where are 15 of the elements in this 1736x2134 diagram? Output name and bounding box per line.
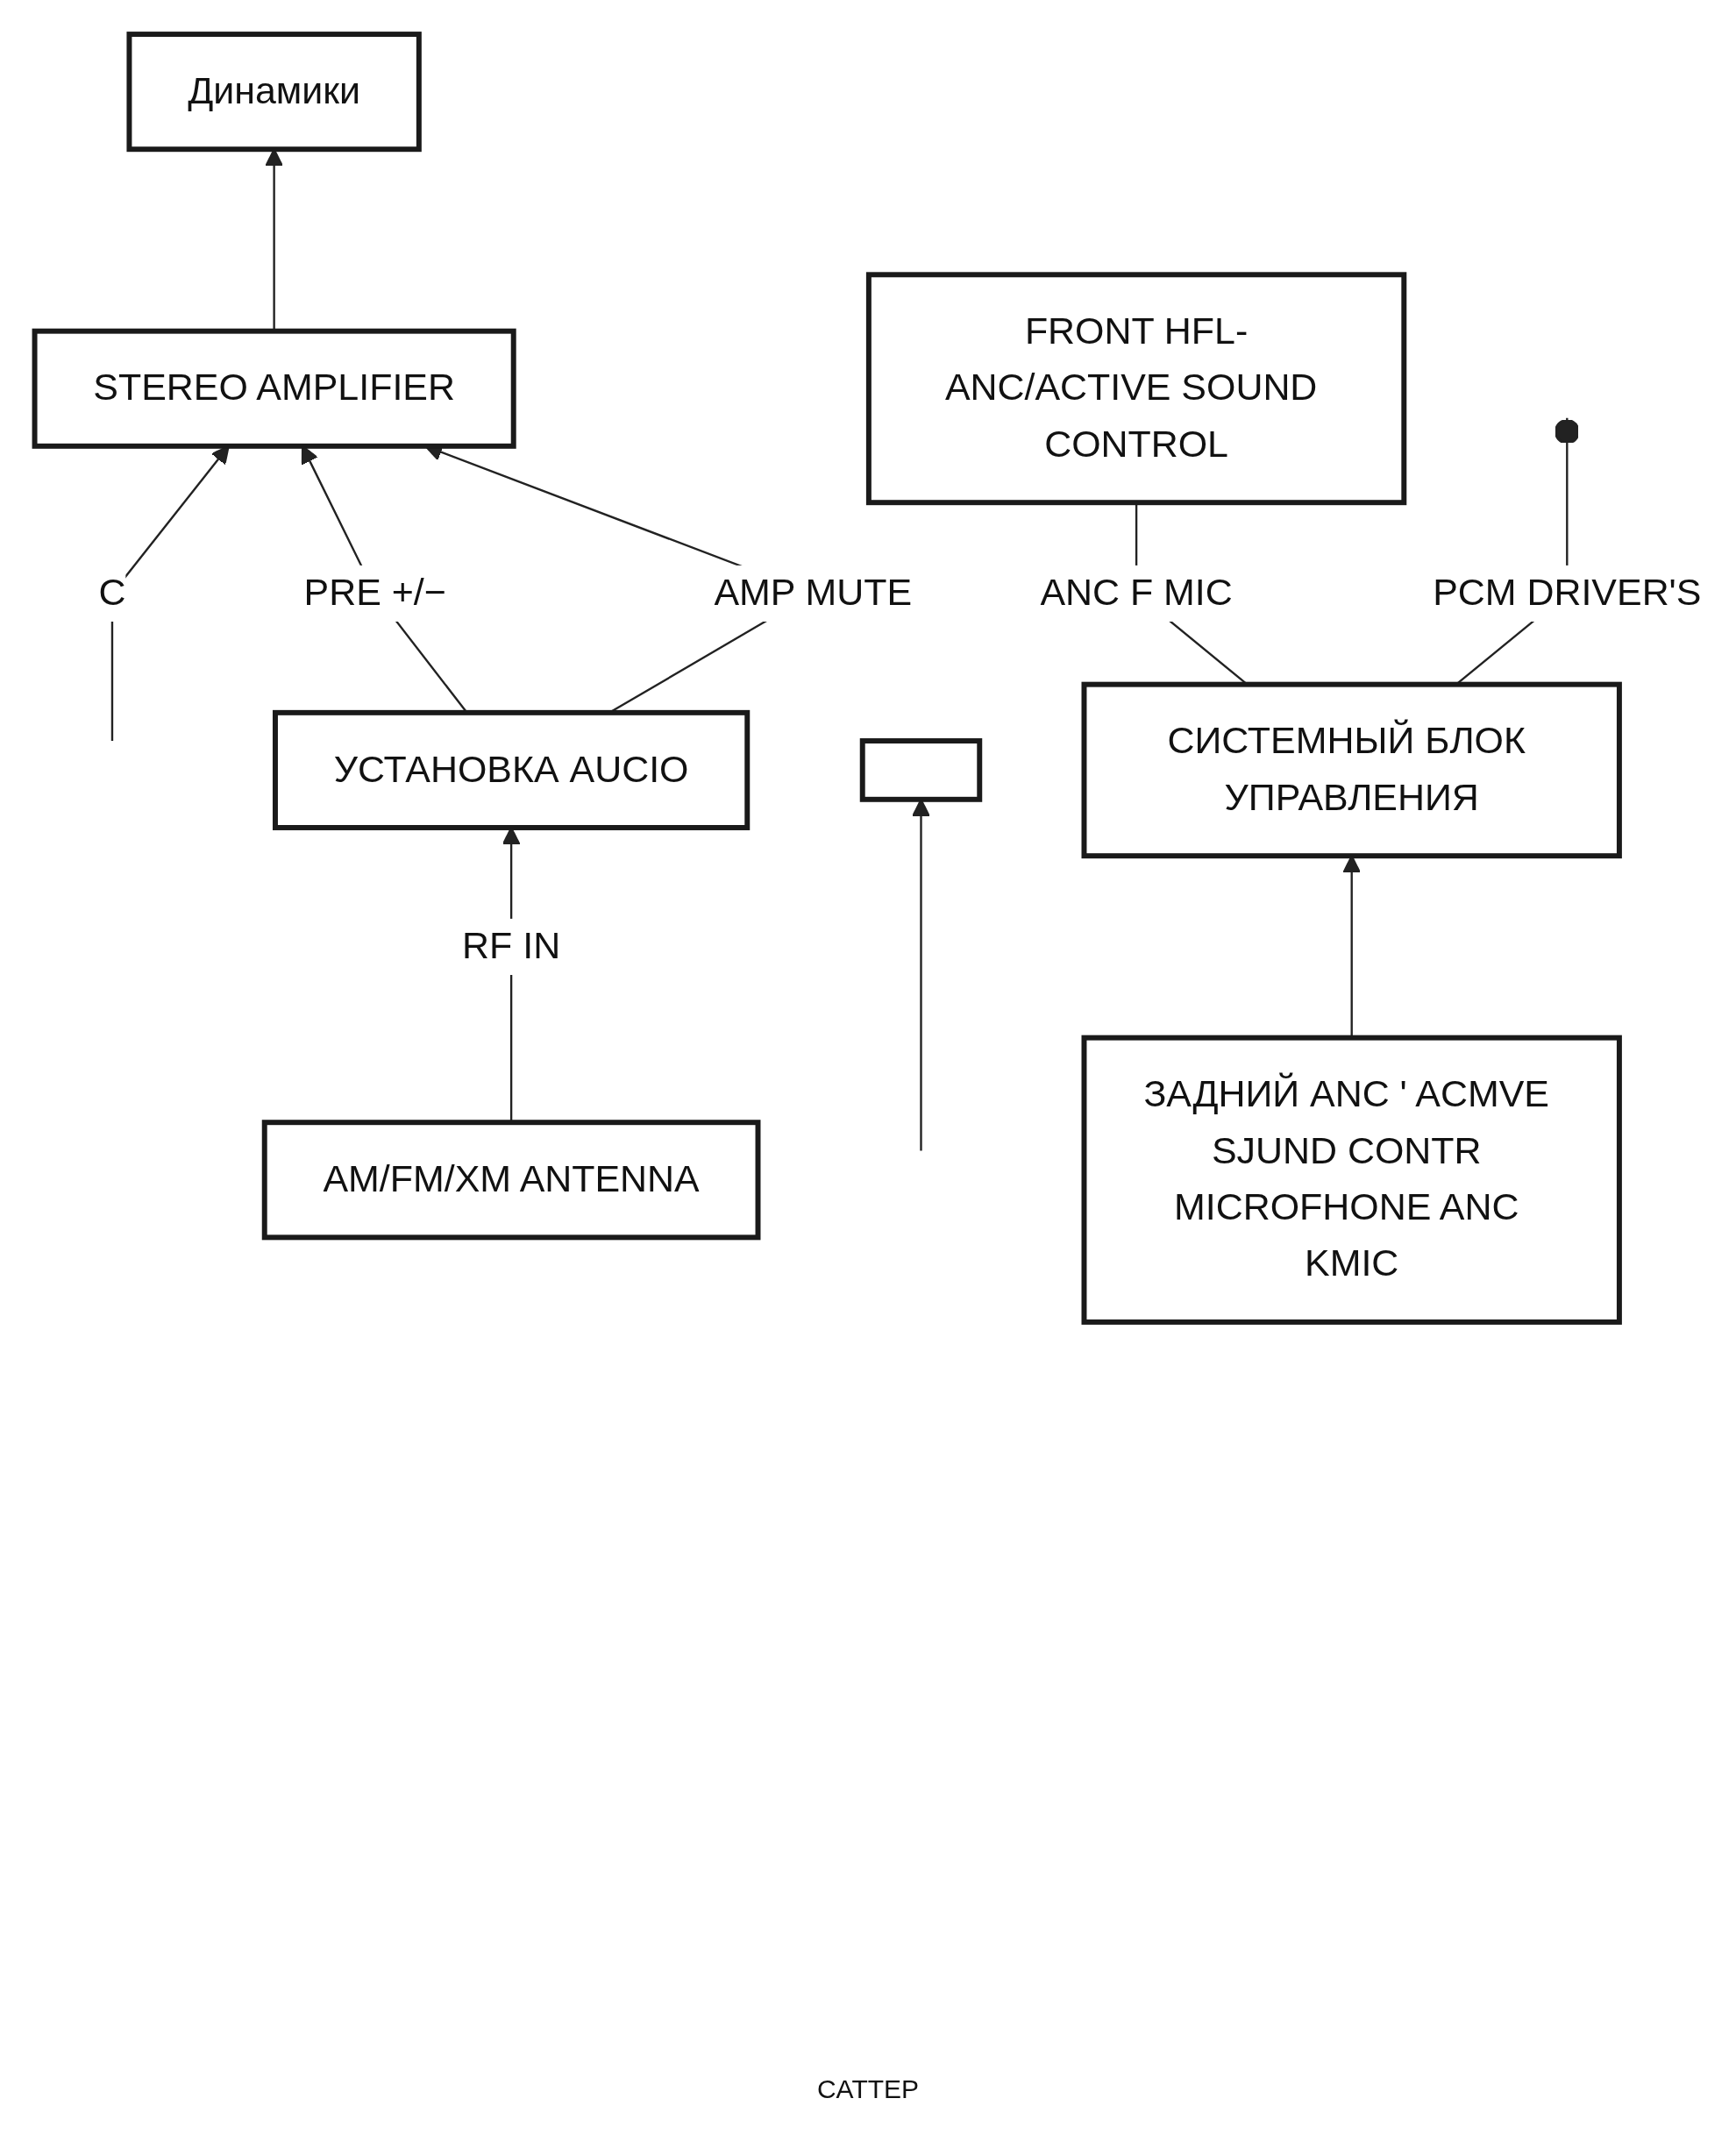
edge-label: PCM DRIVER'S — [1433, 571, 1702, 614]
edge-label: RF IN — [462, 924, 561, 967]
edge-label: PRE +/− — [303, 571, 446, 614]
edge-label: C — [98, 571, 126, 614]
node-box: ЗАДНИЙ ANC ' ACMVE SJUND CONTR MICROFHONE ANC KMIC — [1081, 1035, 1622, 1325]
node-box: STEREO AMPLIFIER — [32, 328, 516, 449]
edge-label: AMP MUTE — [714, 571, 913, 614]
note-text: CATTEP — [816, 2074, 920, 2104]
node-box — [859, 738, 983, 802]
node-box: AM/FM/XM ANTENNA — [261, 1120, 761, 1241]
node-box: СИСТЕМНЫЙ БЛОК УПРАВЛЕНИЯ — [1081, 681, 1622, 859]
edge-label: ANC F MIC — [1040, 571, 1233, 614]
node-box: FRONT HFL-ANC/ACTIVE SOUND CONTROL — [865, 272, 1407, 506]
node-box: УСТАНОВКА AUCIO — [272, 709, 751, 830]
node-box: Динамики — [126, 32, 422, 153]
